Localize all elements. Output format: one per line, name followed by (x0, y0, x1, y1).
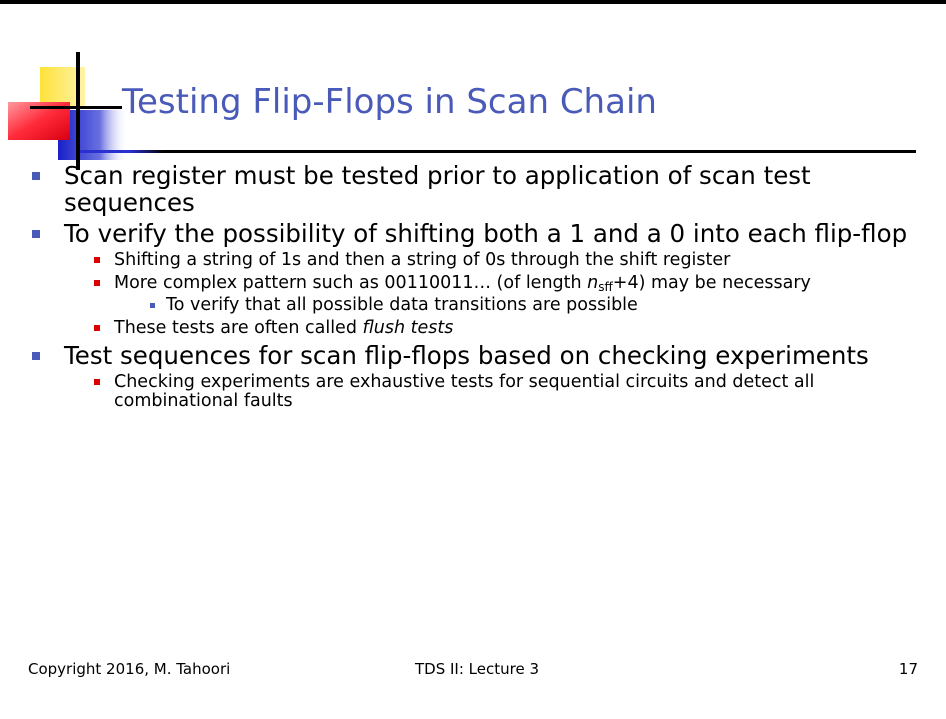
flush-tests-term: flush tests (362, 318, 454, 338)
bullet-square-icon (32, 172, 40, 180)
subscript-sff: sff (598, 280, 613, 294)
title-underline (80, 150, 916, 153)
bullet-square-icon (94, 325, 100, 331)
subbullet-shifting-string: Shifting a string of 1s and then a strin… (64, 251, 920, 270)
subbullet-checking-experiments: Checking experiments are exhaustive test… (64, 373, 920, 411)
subbullet-complex-pattern: More complex pattern such as 00110011… (… (64, 274, 920, 293)
footer-page-number: 17 (898, 660, 918, 678)
bullet-square-icon (150, 303, 155, 308)
bullet-square-icon (94, 257, 100, 263)
bullet-verify-shifting: To verify the possibility of shifting bo… (30, 220, 920, 247)
subsubbullet-data-transitions: To verify that all possible data transit… (114, 296, 920, 315)
subbullet-flush-tests: These tests are often called flush tests (64, 319, 920, 338)
slide-body: Scan register must be tested prior to ap… (30, 158, 920, 414)
bullet-square-icon (94, 379, 100, 385)
footer-course: TDS II: Lecture 3 (415, 660, 540, 678)
bullet-square-icon (32, 352, 40, 360)
slide-decoration-logo (8, 52, 128, 170)
bullet-scan-register: Scan register must be tested prior to ap… (30, 162, 920, 216)
bullet-test-sequences: Test sequences for scan flip-flops based… (30, 342, 920, 369)
bullet-square-icon (32, 230, 40, 238)
slide-title: Testing Flip-Flops in Scan Chain (122, 82, 657, 122)
variable-n: n (587, 273, 599, 293)
top-border (0, 0, 946, 4)
footer-copyright: Copyright 2016, M. Tahoori (28, 660, 231, 678)
bullet-square-icon (94, 280, 100, 286)
